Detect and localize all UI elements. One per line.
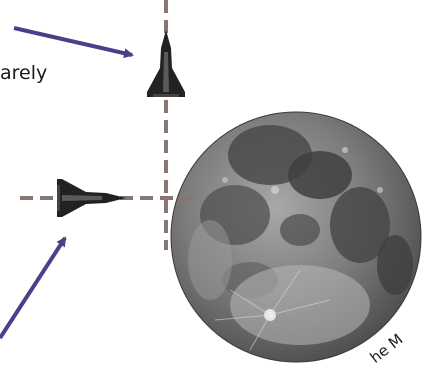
vertical-aircraft-icon	[147, 30, 185, 97]
horizontal-aircraft-icon	[57, 179, 126, 217]
pointer-arrow-top	[14, 28, 132, 55]
pointer-arrow-bottom	[0, 238, 65, 338]
moon	[171, 112, 421, 362]
top-left-caption: arely	[0, 62, 47, 84]
